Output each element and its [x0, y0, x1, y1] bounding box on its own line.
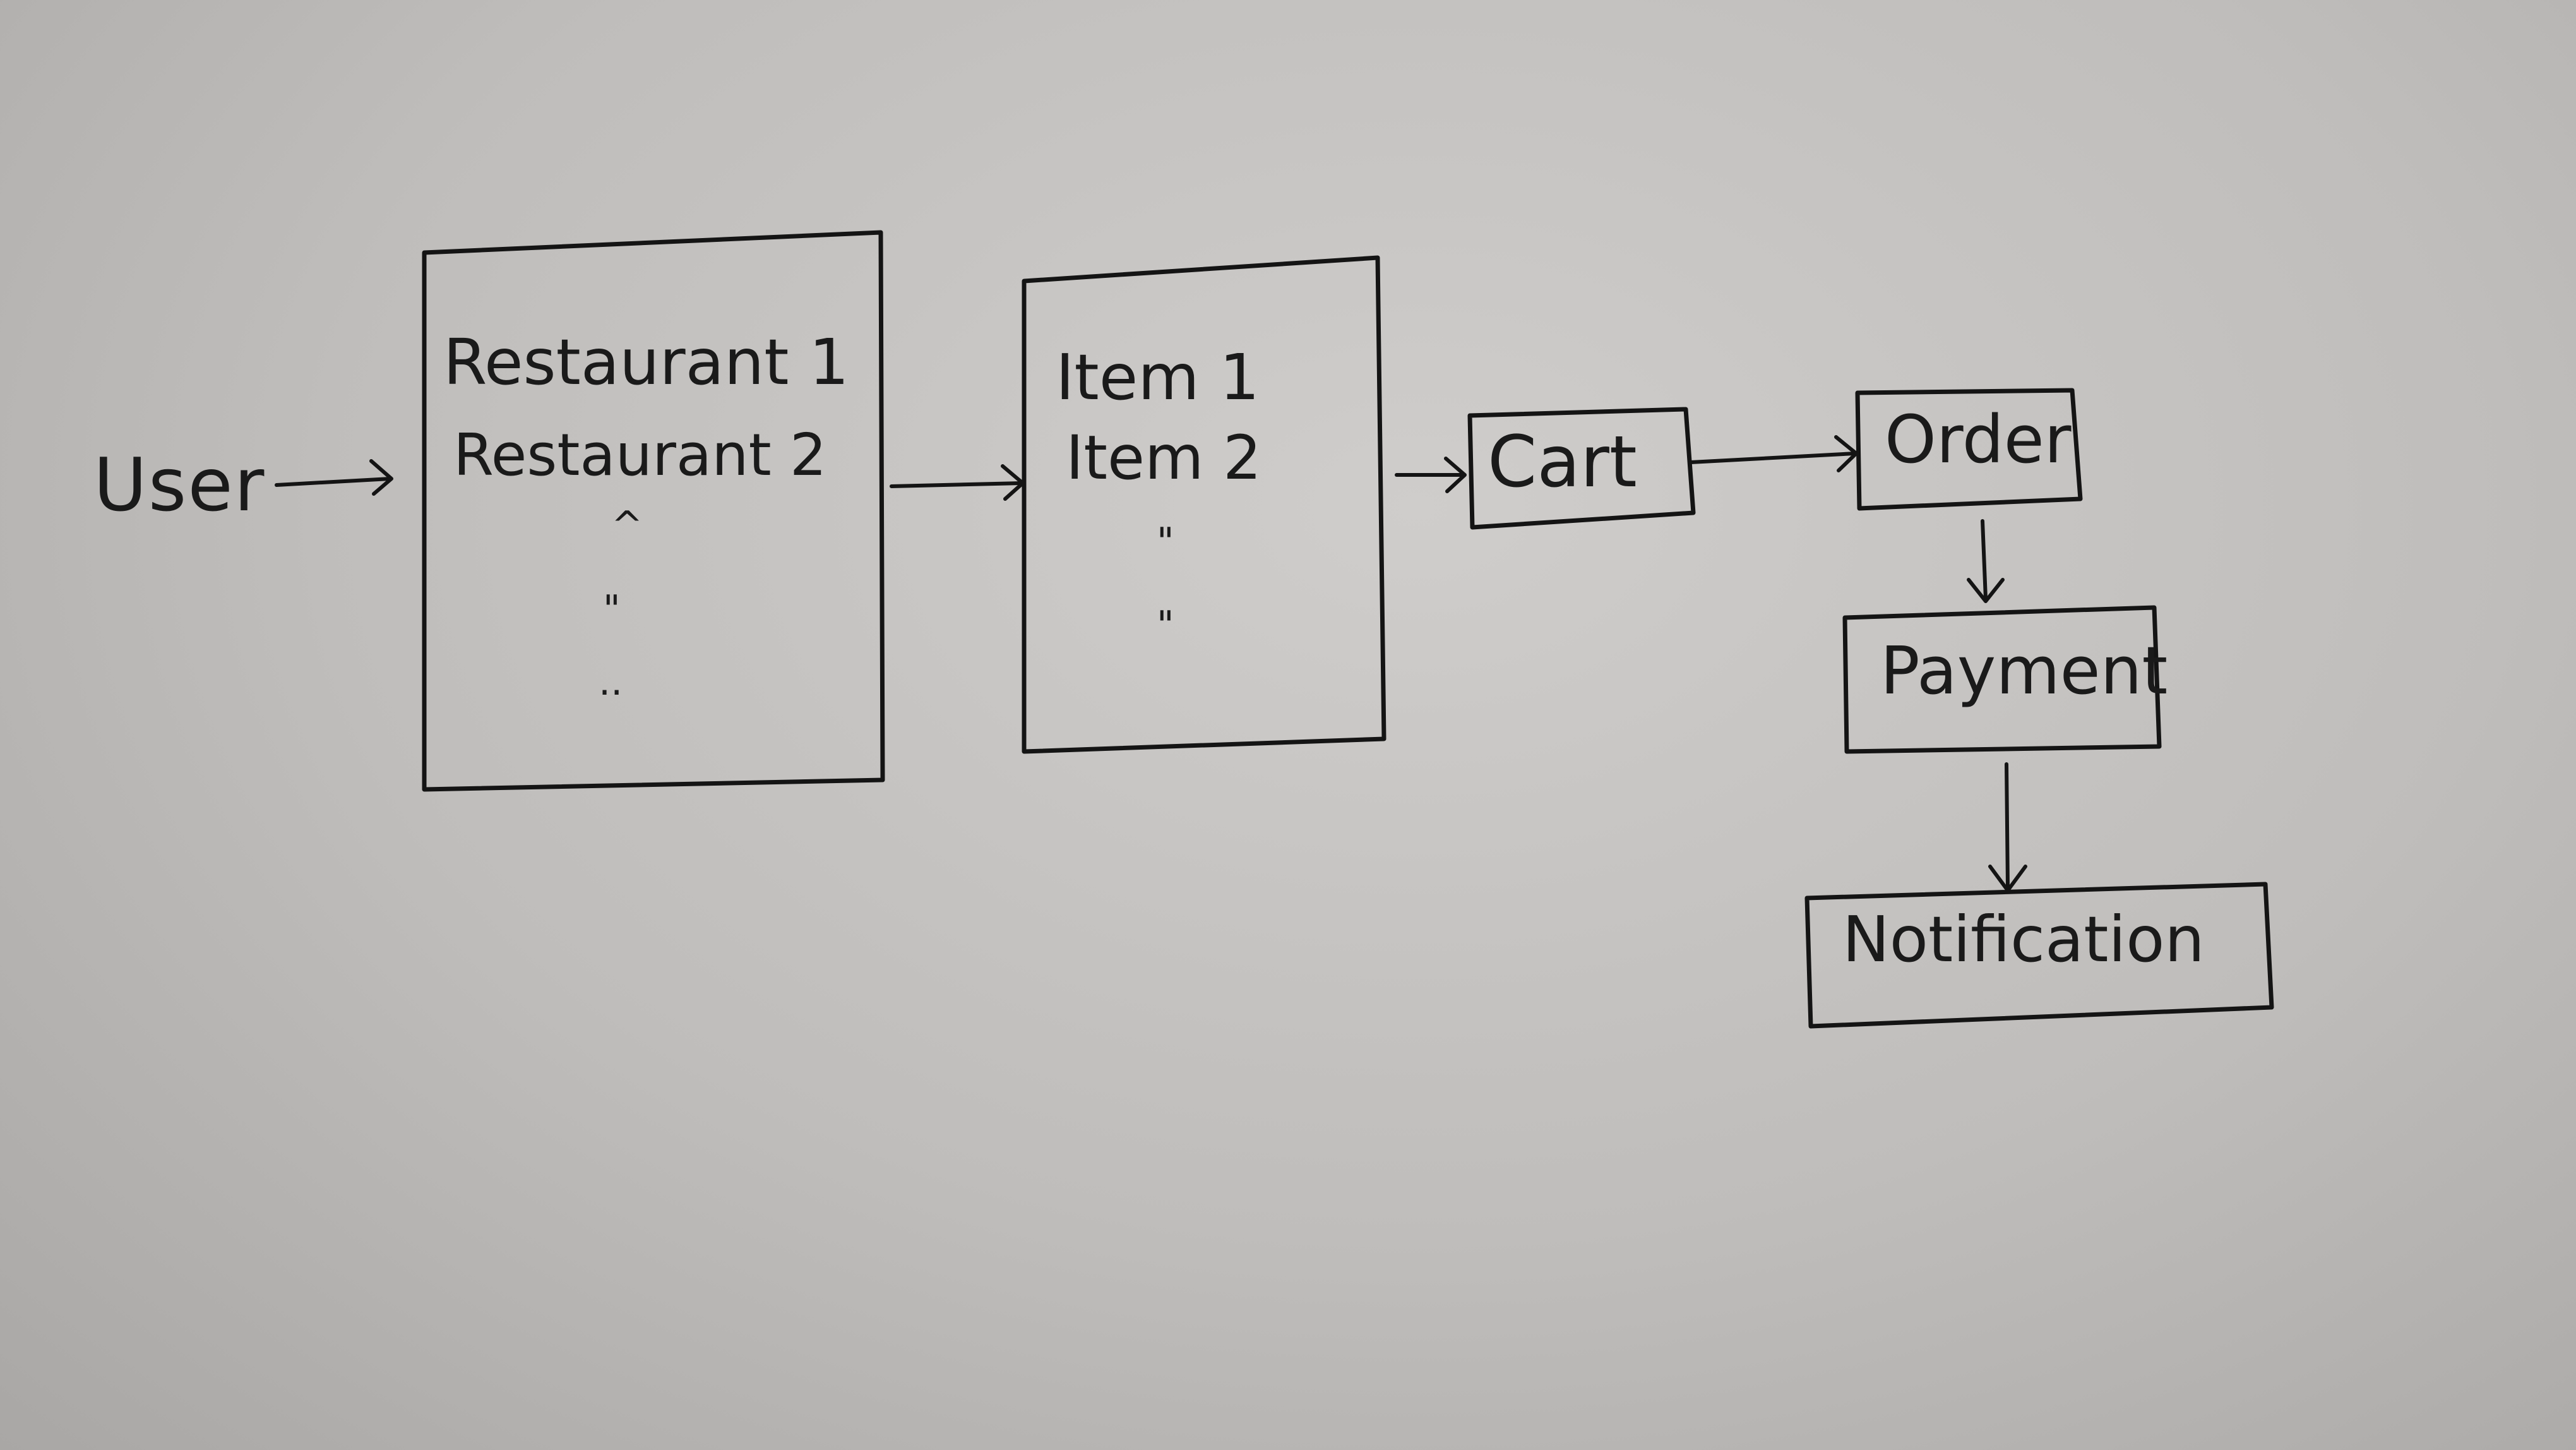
- notification-label: Notification: [1842, 902, 2205, 976]
- arrow-payment-to-notification: [1988, 762, 2027, 892]
- order-box: Order: [1855, 388, 2083, 511]
- payment-box: Payment: [1842, 605, 2168, 754]
- user-label: User: [93, 443, 265, 528]
- menu-continuation-2: ": [1157, 603, 1174, 647]
- menu-continuation-1: ": [1157, 520, 1174, 564]
- arrow-menu-to-cart: [1395, 457, 1467, 493]
- notification-box: Notification: [1804, 882, 2274, 1029]
- cart-box: Cart: [1467, 407, 1696, 530]
- arrow-user-to-restaurants: [275, 459, 393, 496]
- restaurant-continuation-2: ": [603, 587, 621, 632]
- order-label: Order: [1885, 401, 2072, 478]
- menu-item-1: Item 1: [1056, 340, 1260, 414]
- menu-item-list-box: Item 1 Item 2 " ": [1022, 255, 1386, 754]
- payment-label: Payment: [1880, 632, 2168, 709]
- restaurant-list-box: Restaurant 1 Restaurant 2 ^ " ..: [422, 230, 885, 792]
- arrow-restaurants-to-menu: [890, 464, 1025, 501]
- arrow-cart-to-order: [1689, 435, 1858, 472]
- arrow-order-to-payment: [1967, 519, 2005, 603]
- restaurant-continuation-3: ..: [599, 660, 623, 704]
- restaurant-item-2: Restaurant 2: [453, 421, 826, 489]
- restaurant-continuation-1: ^: [611, 503, 643, 548]
- restaurant-item-1: Restaurant 1: [443, 325, 849, 399]
- cart-label: Cart: [1488, 421, 1637, 503]
- menu-item-2: Item 2: [1066, 422, 1261, 493]
